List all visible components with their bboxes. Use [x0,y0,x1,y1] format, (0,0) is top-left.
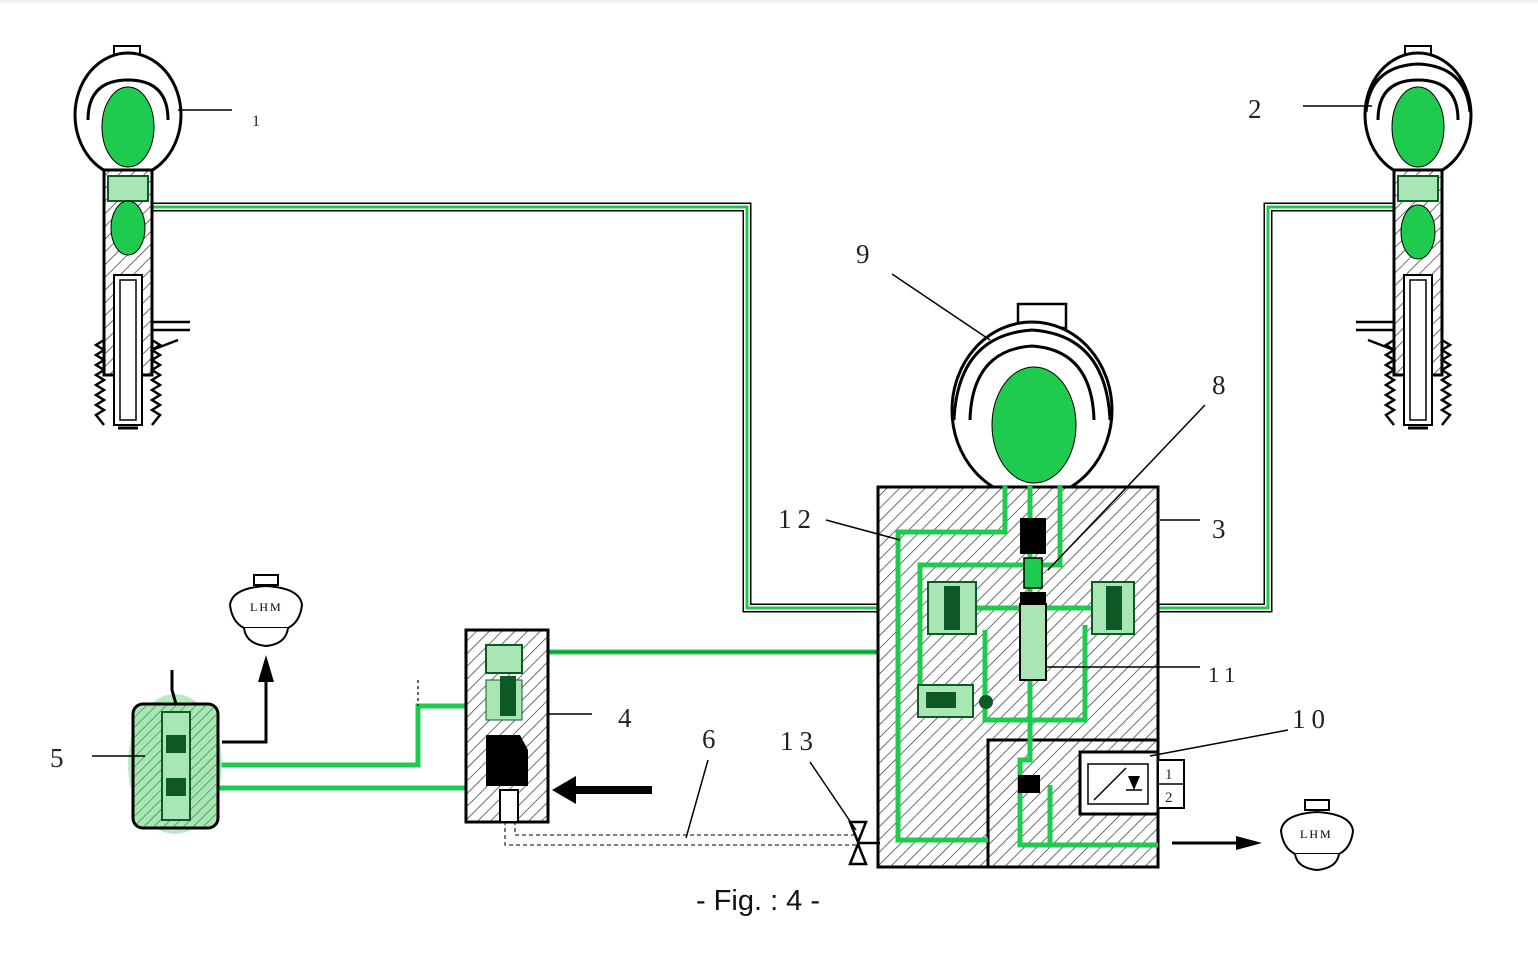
label-6: 6 [702,724,716,754]
label-2: 2 [1248,94,1262,124]
leader-lines [92,105,1372,839]
left-suspension-strut [73,45,190,430]
label-5: 5 [50,743,64,773]
label-12: 12 [778,504,817,534]
solenoid-pin-2: 2 [1165,790,1173,806]
valve-5 [128,670,222,834]
valve-4 [464,628,652,824]
solenoid-pin-1: 1 [1165,767,1173,783]
top-rule [0,0,1538,4]
right-suspension-strut [1356,45,1473,430]
bleed-screw [848,820,880,866]
label-8: 8 [1212,370,1226,400]
figure-caption: - Fig. : 4 - [696,885,820,917]
return-arrow-right [1172,836,1262,850]
label-13: 13 [780,726,819,756]
reservoir-left-label: LHM [250,600,283,614]
label-10: 10 [1292,704,1331,734]
label-3: 3 [1212,514,1226,544]
electro-valve: 1 2 [1078,750,1185,816]
label-11: 11 [1208,662,1241,687]
reservoir-left: LHM [228,574,304,648]
label-4: 4 [618,703,632,733]
reservoir-right: LHM [1279,799,1355,872]
reservoir-right-label: LHM [1300,827,1333,841]
label-1: 1 [252,113,260,130]
accumulator-sphere [950,302,1114,500]
label-9: 9 [856,239,870,269]
